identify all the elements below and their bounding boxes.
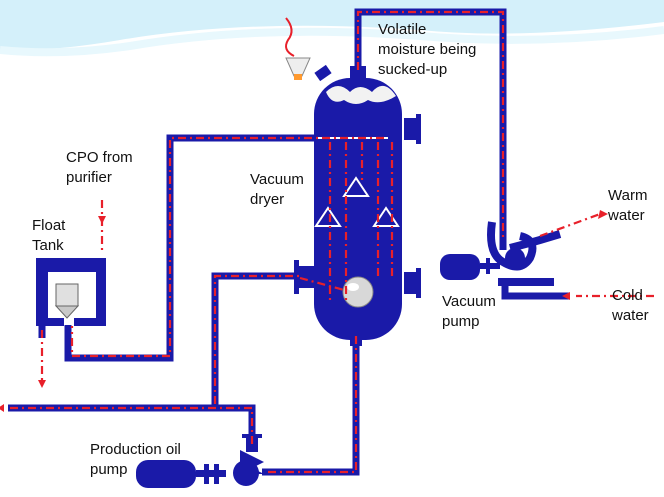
condenser-scroll	[487, 221, 562, 286]
vacuum-dryer-label: Vacuum dryer	[250, 171, 304, 208]
float-tank	[36, 258, 106, 326]
production-oil-pump-label: Production oil pump	[90, 441, 181, 478]
production-discharge-pipe	[8, 404, 256, 440]
float-tank-label: Float Tank	[32, 217, 66, 254]
vacuum-pump-motor	[440, 254, 500, 280]
warm-water-label: Warm water	[608, 187, 648, 224]
funnel-heat-lamp-icon	[285, 17, 311, 80]
cold-water-pipe	[501, 286, 570, 300]
background-wave	[0, 0, 664, 51]
cold-water-label: Cold water	[612, 287, 649, 324]
float-icon	[54, 283, 80, 319]
flow-arrows	[0, 210, 608, 412]
volatile-moisture-label: Volatile moisture being sucked-up	[378, 21, 477, 78]
background-wave-highlight	[0, 26, 664, 57]
spray-ball-icon	[342, 276, 374, 308]
dryer-outlet-pipe	[262, 330, 360, 476]
return-pipe	[211, 272, 300, 408]
vacuum-dryer-vessel	[294, 64, 421, 346]
cpo-feed-pipe	[64, 134, 388, 362]
flow-path	[10, 10, 654, 474]
vacuum-pump-label: Vacuum pump	[442, 293, 496, 330]
pipe-network	[8, 8, 570, 476]
cpo-from-purifier-label: CPO from purifier	[66, 149, 133, 186]
